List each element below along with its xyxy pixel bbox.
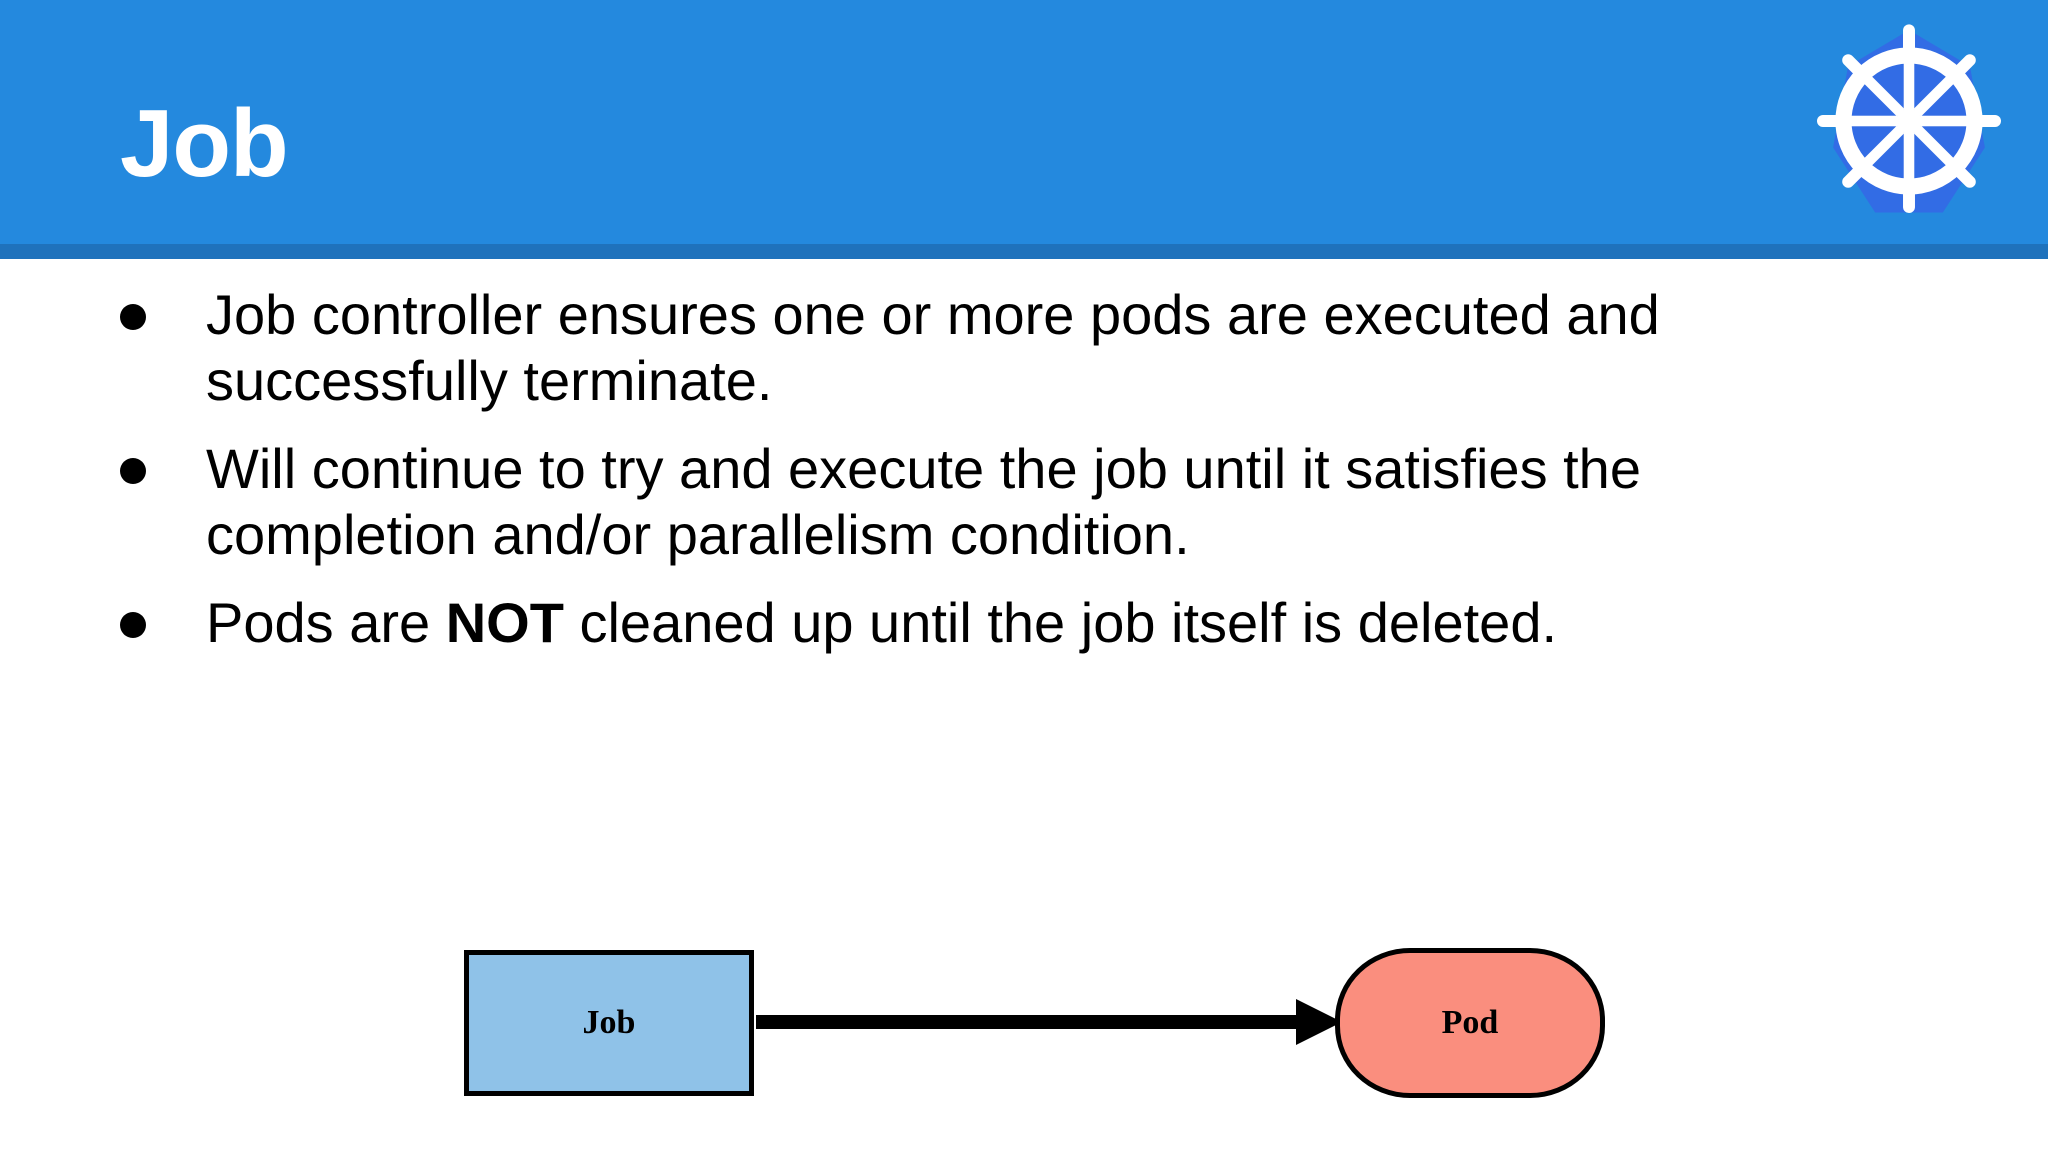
bullet-text: Will continue to try and execute the job… xyxy=(206,437,1641,567)
bullet-list: Job controller ensures one or more pods … xyxy=(120,282,1920,678)
bullet-text-emphasis: NOT xyxy=(445,591,564,655)
bullet-text-before: Pods are xyxy=(206,591,446,655)
list-item: Job controller ensures one or more pods … xyxy=(120,282,1920,414)
diagram-node-job-label: Job xyxy=(582,1004,636,1041)
bullet-text: Job controller ensures one or more pods … xyxy=(206,283,1660,413)
list-item: Pods are NOT cleaned up until the job it… xyxy=(120,590,1920,656)
diagram-node-pod: Pod xyxy=(1335,948,1605,1098)
arrow-right-icon xyxy=(1296,999,1342,1045)
page-title: Job xyxy=(120,90,289,197)
diagram-edge-line xyxy=(756,1015,1301,1029)
job-pod-diagram: Job Pod xyxy=(400,900,1700,1152)
kubernetes-logo xyxy=(1794,6,2024,236)
bullet-text-after: cleaned up until the job itself is delet… xyxy=(563,591,1558,655)
list-item: Will continue to try and execute the job… xyxy=(120,436,1920,568)
bullet-dot-icon xyxy=(120,612,146,639)
header-bottom-rule xyxy=(0,244,2048,259)
bullet-text: Pods are NOT cleaned up until the job it… xyxy=(206,590,1886,656)
diagram-node-job: Job xyxy=(464,950,754,1096)
slide-header: Job xyxy=(0,0,2048,244)
bullet-dot-icon xyxy=(120,304,146,330)
bullet-dot-icon xyxy=(120,458,146,485)
diagram-node-pod-label: Pod xyxy=(1441,1004,1499,1041)
